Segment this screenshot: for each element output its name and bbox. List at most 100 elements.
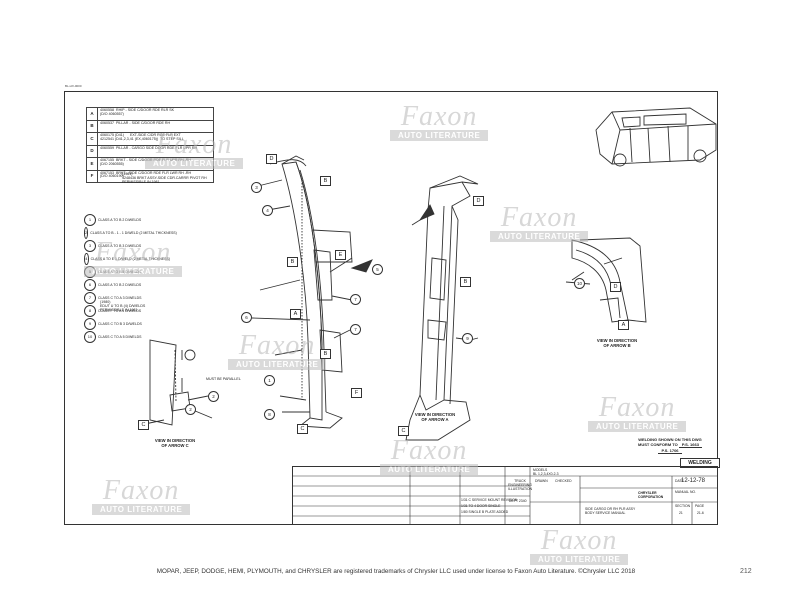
view-b-line2: OF ARROW B [603, 343, 631, 349]
part-letter: C [87, 133, 98, 145]
dept-name: TRUCK ENGINEERING ILLUSTRATION [508, 479, 533, 491]
weld-symbol-icon: 9 [84, 317, 96, 330]
page-label: PAGE [695, 504, 705, 508]
part-description: 4060559 PILLAR - CARGO SIDE DOOR RDE FLR… [100, 145, 198, 150]
weld-note-ps: P.S. 1663 [678, 442, 702, 448]
weld-description: CLASS C TO B 3 D/WELDS [98, 321, 142, 326]
weld-symbol-icon: 5 [84, 265, 96, 278]
dept-number: DEPT 2340 [509, 499, 527, 503]
callout-d-main: D [266, 154, 277, 164]
weld-symbol-7: 7 [350, 324, 361, 335]
title-block: MODELS BL 1,2,3,4X0-2-3 TRUCK ENGINEERIN… [292, 466, 718, 525]
models-value: BL 1,2,3,4X0-2-3 [533, 472, 559, 476]
weld-symbol-icon: 10 [84, 330, 96, 343]
part-letter: A [87, 108, 98, 120]
weld-symbol-icon: 3 [84, 239, 96, 252]
company-name: CHRYSLER CORPORATION [638, 491, 664, 499]
trademark-footer: MOPAR, JEEP, DODGE, HEMI, PLYMOUTH, and … [156, 568, 636, 575]
part-description: 4060175 (D41) EXT-SIDE C/DR RGE FLR EXT … [100, 133, 184, 141]
callout-a-main: A [290, 309, 301, 319]
view-b-line1: VIEW IN DIRECTION [596, 338, 638, 343]
weld-symbol-4: 4 [262, 205, 273, 216]
callout-c-main: C [297, 424, 308, 434]
weld-symbol-icon: 2 [84, 226, 89, 239]
weld-symbol-3: 3 [251, 182, 262, 193]
weld-description: CLASS A TO B 2 D/WELDS [98, 217, 142, 222]
drawn-label: DRAWN [535, 479, 548, 483]
weld-symbol-icon: 4 [84, 252, 89, 265]
weld-symbol-icon: 1 [84, 213, 96, 226]
note-1981: (1981) 4248436 BRKT ASSY-SIDE CDR.CARRR … [122, 172, 207, 185]
weld-symbol-10: 10 [574, 278, 585, 289]
revision-1: 1/31 C SERVICE MOUNT REVISION [461, 498, 518, 502]
part-description: 4067153 BRKT - SIDE C/DOOR RDE FLR LWR R… [100, 170, 192, 179]
part-letter: D [87, 145, 98, 157]
weld-description: CLASS A TO B - 1 - 1 D/WELD (2 METAL THI… [90, 230, 177, 235]
date-value: 12-12-78 [681, 478, 706, 484]
view-c-line2: OF ARROW C [161, 443, 189, 449]
part-description: 4067155 BRKT - SIDE C/DOOR RDE FLR UPR R… [100, 158, 191, 166]
callout-c-view: C [138, 420, 149, 430]
callout-b-left: B [287, 257, 298, 267]
weld-description: CLASS C TO A 3 D/WELDS [98, 295, 142, 300]
part-letter: F [87, 170, 98, 182]
weld-note-line1: WELDING SHOWN ON THIS DWG [638, 437, 702, 442]
view-a-line1: VIEW IN DIRECTION [414, 412, 456, 417]
must-be-parallel-note: MUST BE PARALLEL [206, 377, 241, 381]
weld-symbol-8: 8 [264, 409, 275, 420]
callout-f: F [351, 388, 362, 398]
view-c-line1: VIEW IN DIRECTION [154, 438, 196, 443]
drawing-sheet-border [64, 91, 718, 525]
revision-3: 1/80 SINGLE B PLATE ADDED [461, 510, 509, 514]
weld-symbol-2: 2 [208, 391, 219, 402]
callout-d-middle: D [473, 196, 484, 206]
manual-label: MANUAL NO. [675, 490, 696, 494]
weld-symbol-icon: 8 [84, 304, 96, 317]
drawing-title: SIDE CARGO DR RH PLR ASSY BODY SERVICE M… [585, 507, 636, 515]
checked-label: CHECKED [555, 479, 572, 483]
part-description: 4060558 RHIP - SIDE C/DOOR RDE RLR SK (D… [100, 108, 175, 116]
section-label: SECTION [675, 504, 691, 508]
callout-e: E [335, 250, 346, 260]
callout-c-middle: C [398, 426, 409, 436]
weld-symbol-1: 1 [264, 375, 275, 386]
callout-b-lower: B [320, 349, 331, 359]
part-description: 4060537 PILLAR - SIDE C/DOOR RDE RH [100, 120, 171, 125]
weld-symbol-icon: 7 [84, 291, 96, 304]
weld-description: CLASS A TO B 2 D/WELDS [98, 282, 142, 287]
callout-b-main: B [320, 176, 331, 186]
view-c-label: VIEW IN DIRECTION OF ARROW C [130, 438, 220, 448]
weld-symbol-icon: 6 [84, 278, 96, 291]
view-a-label: VIEW IN DIRECTION OF ARROW A [390, 412, 480, 422]
weld-symbol-7b: 7 [350, 294, 361, 305]
callout-d-right: D [610, 282, 621, 292]
note-1980: (1980) EDUT U TO B (4) D/WELDS PERMISSIB… [100, 300, 146, 313]
section-value: 21 [679, 511, 683, 515]
weld-symbol-5: 5 [372, 264, 383, 275]
view-b-label: VIEW IN DIRECTION OF ARROW B [572, 338, 662, 348]
weld-note-ps2: P.S. 1706 [658, 448, 682, 454]
weld-description: CLASS A TO B 3 D/WELDS [98, 243, 142, 248]
weld-note-line2: MUST CONFORM TO [638, 442, 678, 447]
view-a-line2: OF ARROW A [421, 417, 449, 423]
callout-a-right: A [618, 320, 629, 330]
revision-2: 1/31 TO 4 DOOR SINGLE [461, 504, 501, 508]
page-value: 21-6 [697, 511, 704, 515]
page-number: 212 [740, 568, 752, 575]
date-label: DATE [675, 479, 684, 483]
weld-symbol-c: 2 [185, 404, 196, 415]
